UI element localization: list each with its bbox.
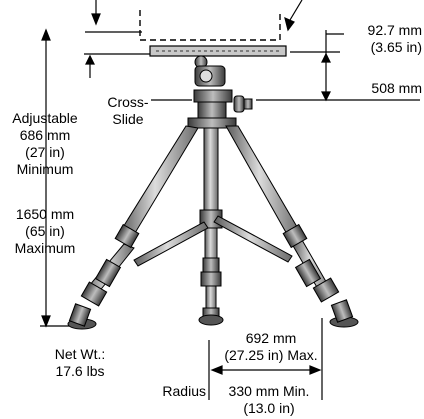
dimension-lines-right [151,0,420,400]
span-mm: 692 mm [245,330,297,346]
span-in-max: (27.25 in) Max. [224,347,318,363]
net-weight-label: Net Wt.: [54,346,106,362]
plate-height-in: (3.65 in) [370,39,422,55]
net-weight-value: 17.6 lbs [55,363,105,379]
radius-min-mm: 330 mm Min. [228,383,310,399]
tripod-head [187,55,253,129]
maximum-label: Maximum [14,240,76,256]
radius-label: Radius [162,383,206,399]
radius-min-in: (13.0 in) [243,400,295,416]
tripod-legs [67,125,359,330]
head-height-mm: 508 mm [371,80,422,96]
cross-slide-label-line2: Slide [112,111,144,127]
max-height-mm: 1650 mm [15,206,75,222]
minimum-label: Minimum [16,161,74,177]
mounting-plate [139,10,287,57]
plate-height-mm: 92.7 mm [367,22,422,38]
adjustable-label: Adjustable [12,110,78,126]
max-height-in: (65 in) [25,223,65,239]
cross-slide-label-line1: Cross- [107,94,149,110]
min-height-in: (27 in) [25,144,65,160]
min-height-mm: 686 mm [19,127,71,143]
